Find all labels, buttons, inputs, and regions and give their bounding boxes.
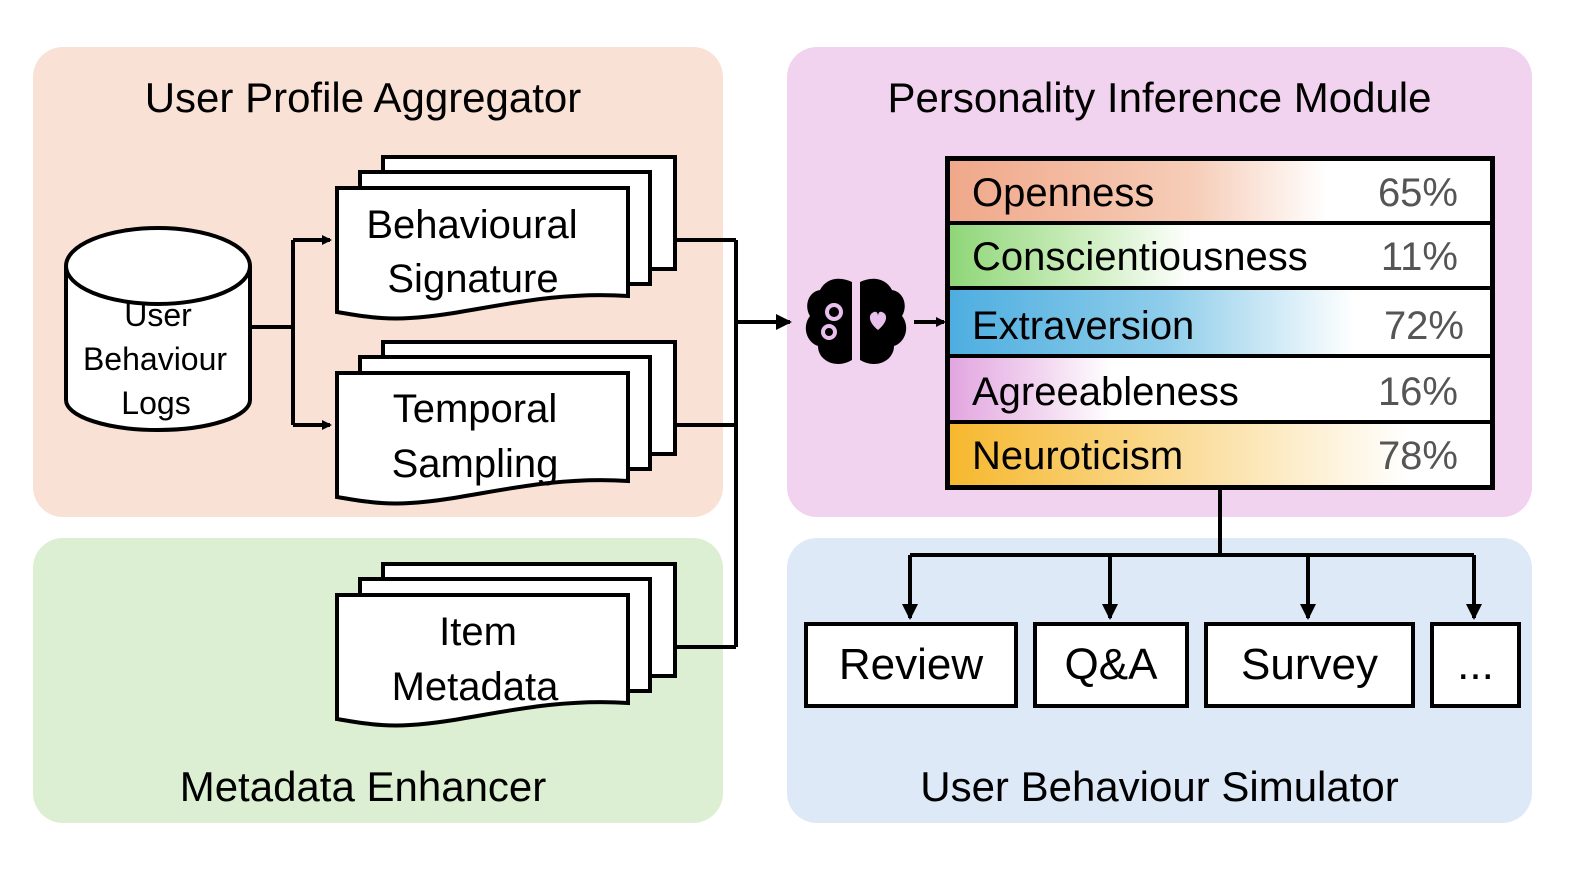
trait-percentage: 16%	[1377, 370, 1458, 414]
trait-percentage: 78%	[1377, 434, 1458, 478]
logs-label-line2: Behaviour	[83, 341, 227, 377]
trait-row-agreeableness: Agreeableness 16%	[950, 358, 1490, 424]
signature-label-line2: Signature	[387, 257, 558, 301]
trait-percentage: 72%	[1383, 304, 1464, 348]
trait-row-extraversion: Extraversion 72%	[950, 290, 1490, 358]
logs-connector	[252, 235, 332, 430]
trait-row-conscientiousness: Conscientiousness 11%	[950, 225, 1490, 290]
metadata-label-line2: Metadata	[392, 665, 560, 709]
logs-label-line3: Logs	[121, 385, 190, 421]
metadata-label-line1: Item	[439, 610, 517, 654]
document-stack-signature	[335, 155, 677, 321]
logs-label-line1: User	[124, 297, 192, 333]
document-stack-sampling	[335, 340, 677, 506]
brain-icon	[805, 278, 907, 365]
merge-connector	[675, 238, 792, 649]
enhancer-title: Metadata Enhancer	[179, 763, 547, 810]
simulator-title: User Behaviour Simulator	[920, 763, 1399, 810]
trait-name: Neuroticism	[972, 434, 1184, 478]
trait-percentage: 65%	[1377, 171, 1458, 215]
document-stack-metadata	[335, 562, 677, 728]
output-survey: Survey	[1204, 622, 1415, 708]
inference-title: Personality Inference Module	[887, 74, 1432, 121]
trait-name: Extraversion	[972, 304, 1195, 348]
trait-name: Conscientiousness	[972, 235, 1308, 279]
trait-name: Agreeableness	[972, 370, 1239, 414]
output-qa: Q&A	[1033, 622, 1189, 708]
trait-percentage: 11%	[1380, 235, 1458, 279]
database-cylinder-icon	[64, 226, 252, 432]
output-more: ...	[1430, 622, 1521, 708]
trait-row-neuroticism: Neuroticism 78%	[950, 424, 1490, 485]
trait-name: Openness	[972, 171, 1155, 215]
trait-row-openness: Openness 65%	[950, 161, 1490, 225]
aggregator-title: User Profile Aggregator	[144, 74, 582, 121]
output-review: Review	[804, 622, 1018, 708]
signature-label-line1: Behavioural	[366, 203, 577, 247]
sampling-label-line1: Temporal	[393, 387, 558, 431]
traits-to-outputs-connector	[902, 489, 1482, 620]
sampling-label-line2: Sampling	[392, 442, 559, 486]
